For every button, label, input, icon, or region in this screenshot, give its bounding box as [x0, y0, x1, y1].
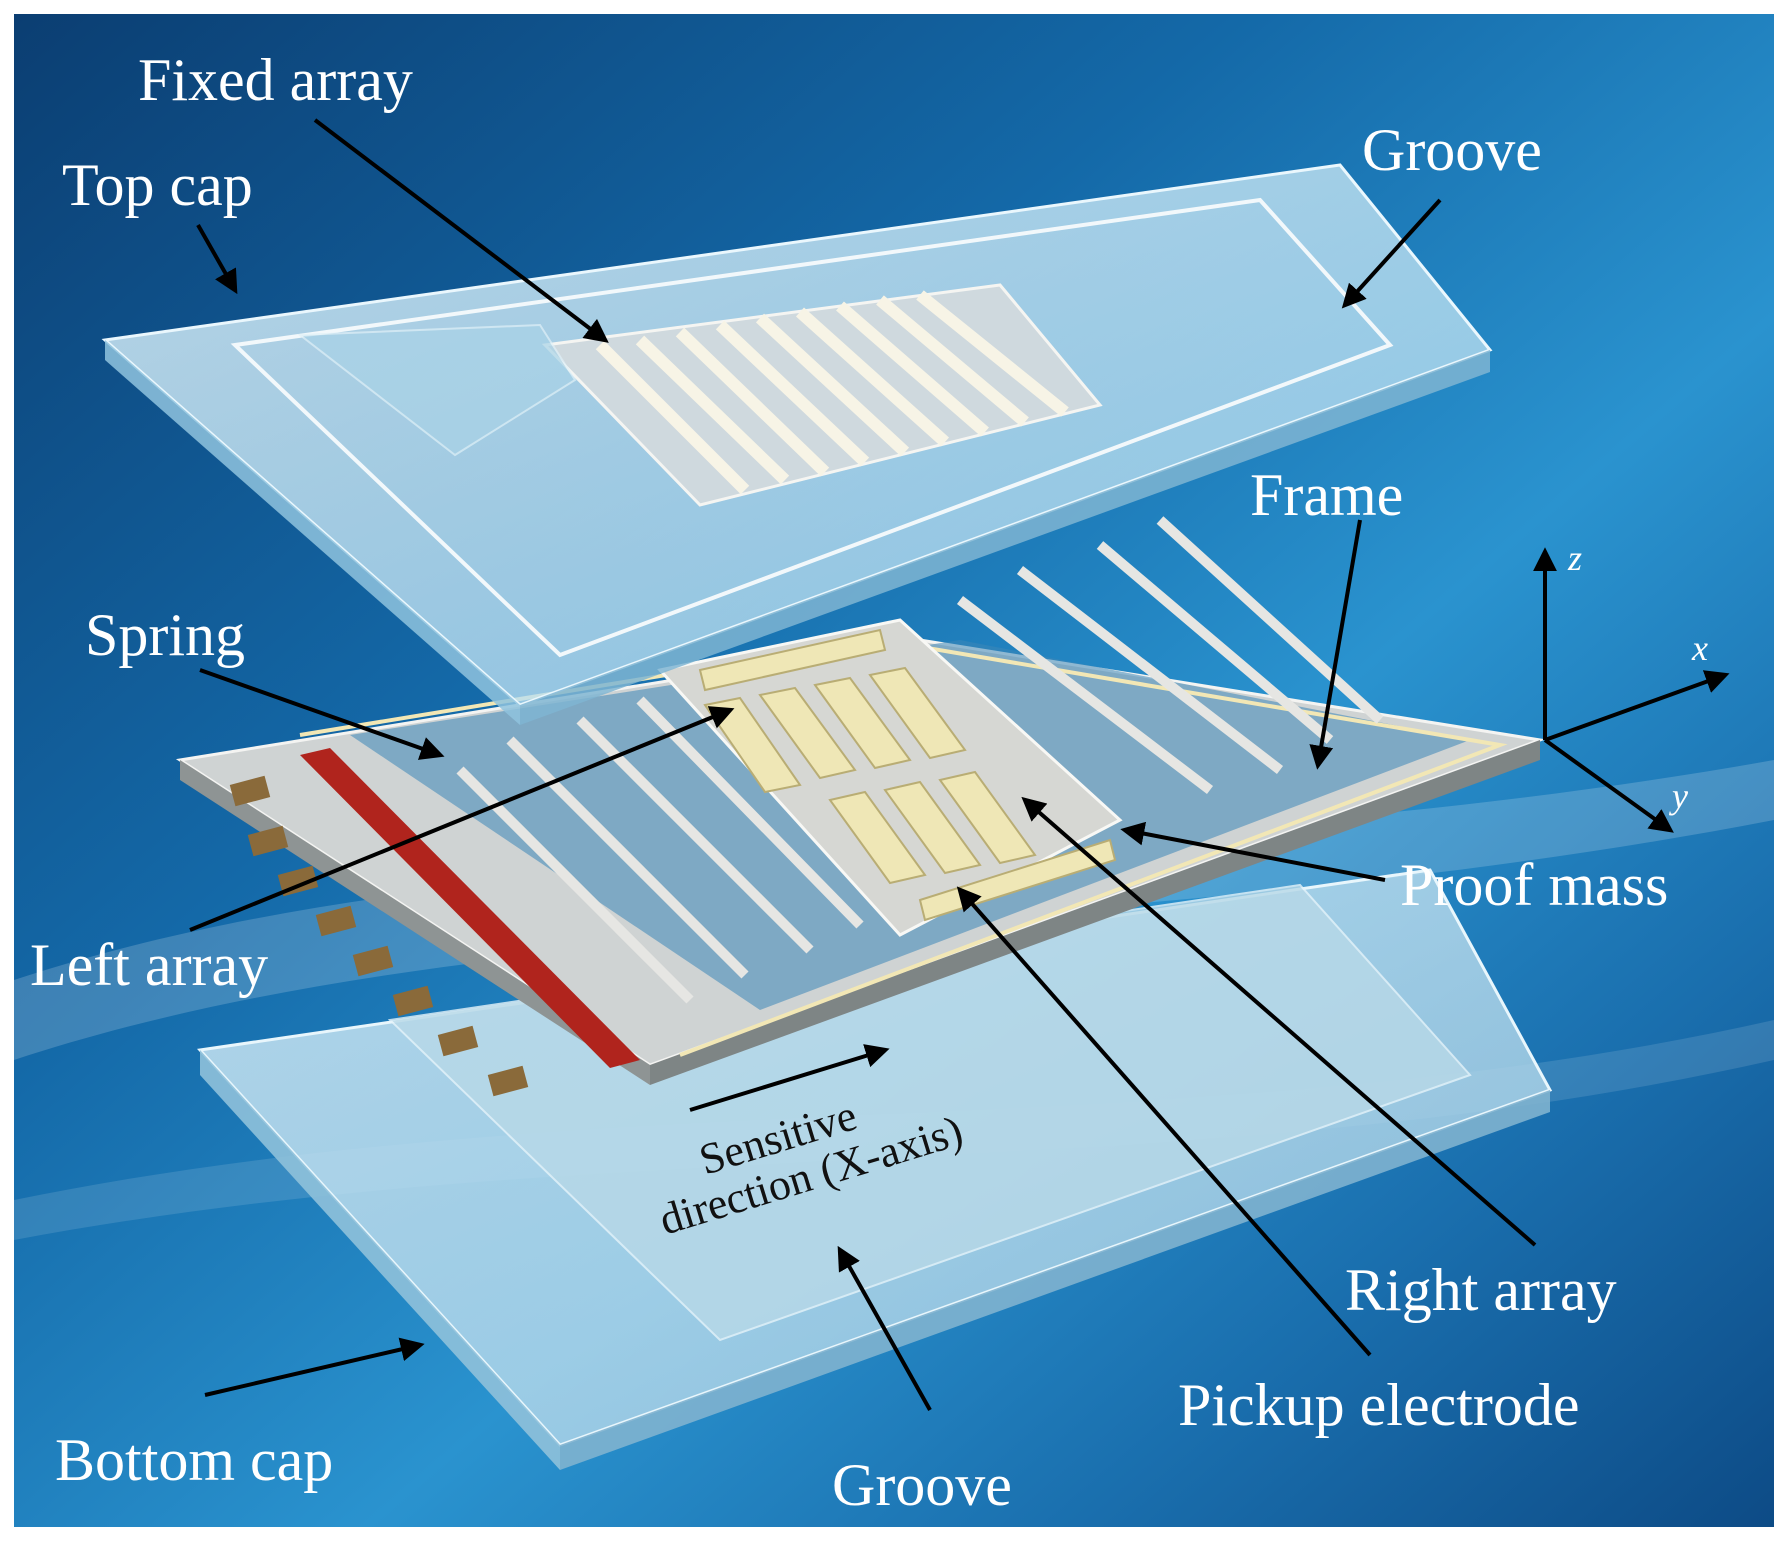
- coordinate-axes: z x y: [1533, 538, 1730, 833]
- top-groove: [230, 197, 1394, 658]
- proof-mass-arrow: [1120, 821, 1386, 882]
- label-right-array: Right array: [1345, 1257, 1617, 1323]
- top-cap: [101, 163, 1493, 725]
- groove-bottom-arrow: [837, 1245, 932, 1411]
- pickup-electrode-arrow: [956, 886, 1372, 1357]
- frame-arrow: [1309, 519, 1362, 770]
- z-axis-label: z: [1567, 538, 1582, 578]
- label-left-array: Left array: [30, 932, 268, 998]
- label-groove-bottom: Groove: [832, 1452, 1012, 1518]
- labels: Fixed array Top cap Groove Frame Spring …: [30, 47, 1668, 1518]
- electrical-lead-red-bar: [300, 748, 640, 1068]
- bottom-cap-arrow: [204, 1337, 425, 1397]
- spring-arrow: [199, 668, 445, 760]
- fixed-array-fingers: [595, 290, 1069, 495]
- device-layer: [175, 516, 1546, 1097]
- sensitive-direction-arrow: [689, 1044, 890, 1112]
- fixed-array-arrow: [313, 118, 609, 343]
- x-axis-line: [1544, 670, 1730, 742]
- right-array-arrow: [1021, 796, 1537, 1247]
- label-proof-mass: Proof mass: [1400, 852, 1668, 918]
- x-axis-label: x: [1691, 628, 1708, 668]
- label-frame: Frame: [1250, 462, 1403, 528]
- label-fixed-array: Fixed array: [138, 47, 413, 113]
- label-top-cap: Top cap: [62, 152, 253, 218]
- y-axis-label: y: [1669, 776, 1688, 816]
- left-array-arrow: [189, 706, 735, 932]
- leader-arrows: [189, 118, 1537, 1411]
- top-cap-arrow: [196, 224, 238, 295]
- label-pickup-electrode: Pickup electrode: [1178, 1372, 1580, 1438]
- groove-top-arrow: [1341, 198, 1442, 309]
- y-axis-line: [1543, 738, 1674, 833]
- label-spring: Spring: [85, 602, 245, 668]
- top-cap-bump: [297, 323, 577, 457]
- label-groove-top: Groove: [1362, 117, 1542, 183]
- label-bottom-cap: Bottom cap: [55, 1427, 333, 1493]
